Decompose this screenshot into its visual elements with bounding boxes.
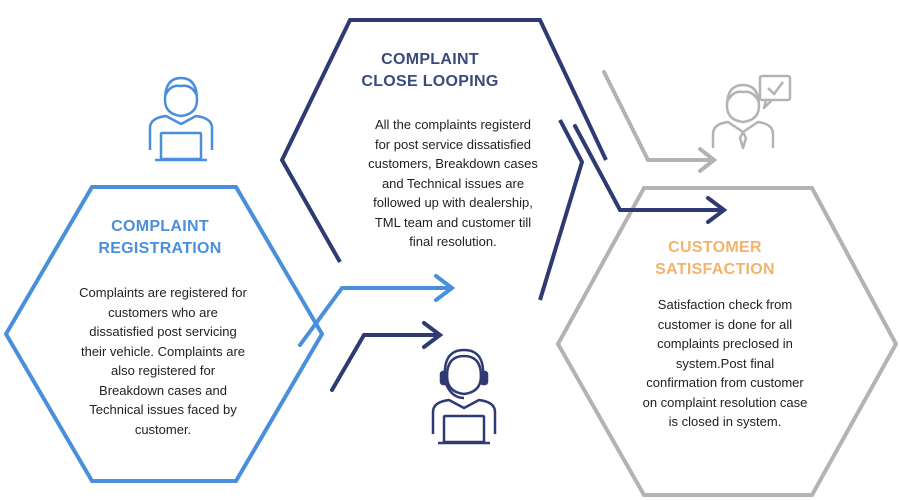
registration-title-line: REGISTRATION (98, 240, 222, 257)
close-looping-text-line: followed up with dealership, (373, 195, 533, 210)
registration-text-line: dissatisfied post servicing (89, 324, 237, 339)
registration-text-line: Technical issues faced by (89, 402, 237, 417)
close-looping-text-line: for post service dissatisfied (374, 136, 532, 152)
arrow-lower-navy (330, 321, 444, 392)
satisfaction-text-line: confirmation from customer (646, 375, 804, 390)
arrow-to-close-looping (298, 274, 456, 347)
satisfaction-title-line: SATISFACTION (655, 261, 775, 278)
registration-description: Complaints are registered for customers … (48, 283, 278, 439)
satisfaction-text-line: customer is done for all (657, 316, 793, 332)
registration-title-line: COMPLAINT (111, 218, 209, 235)
registration-text-line: also registered for (110, 363, 216, 378)
registration-text-line: customers who are (108, 304, 218, 320)
satisfaction-title: CUSTOMER SATISFACTION (630, 237, 800, 281)
satisfaction-text-line: Satisfaction check from (657, 297, 793, 312)
close-looping-hexagon (279, 18, 608, 263)
close-looping-text-line: All the complaints registerd (374, 117, 532, 132)
registration-title: COMPLAINT REGISTRATION (60, 216, 260, 260)
registration-hexagon (3, 185, 325, 483)
registration-text-line: customer. (134, 421, 192, 437)
arrow-to-feedback (602, 70, 718, 173)
customer-feedback-icon (711, 74, 792, 150)
close-looping-text-line: final resolution. (409, 234, 497, 249)
satisfaction-text-line: system.Post final (675, 355, 775, 371)
close-looping-title-line: CLOSE LOOPING (361, 73, 499, 90)
close-looping-text-line: and Technical issues are (381, 175, 525, 191)
close-looping-title-line: COMPLAINT (381, 51, 479, 68)
close-looping-description: All the complaints registerd for post se… (338, 115, 568, 252)
registration-text-line: Complaints are registered for (79, 285, 247, 300)
satisfaction-text-line: is closed in system. (668, 414, 782, 429)
satisfaction-description: Satisfaction check from customer is done… (615, 295, 835, 432)
support-agent-headset-icon (431, 348, 497, 445)
close-looping-hexagon-lower (538, 119, 585, 301)
close-looping-text-line: TML team and customer till (374, 214, 532, 230)
customer-laptop-icon (148, 76, 214, 162)
satisfaction-text-line: complaints preclosed in (657, 336, 793, 351)
satisfaction-title-line: CUSTOMER (668, 239, 762, 256)
satisfaction-hexagon (555, 186, 899, 497)
close-looping-text-line: customers, Breakdown cases (368, 156, 538, 171)
registration-text-line: Breakdown cases and (99, 382, 227, 398)
satisfaction-text-line: on complaint resolution case (642, 394, 808, 410)
registration-text-line: their vehicle. Complaints are (80, 343, 246, 359)
arrow-to-satisfaction (573, 124, 728, 224)
close-looping-title: COMPLAINT CLOSE LOOPING (330, 49, 530, 93)
